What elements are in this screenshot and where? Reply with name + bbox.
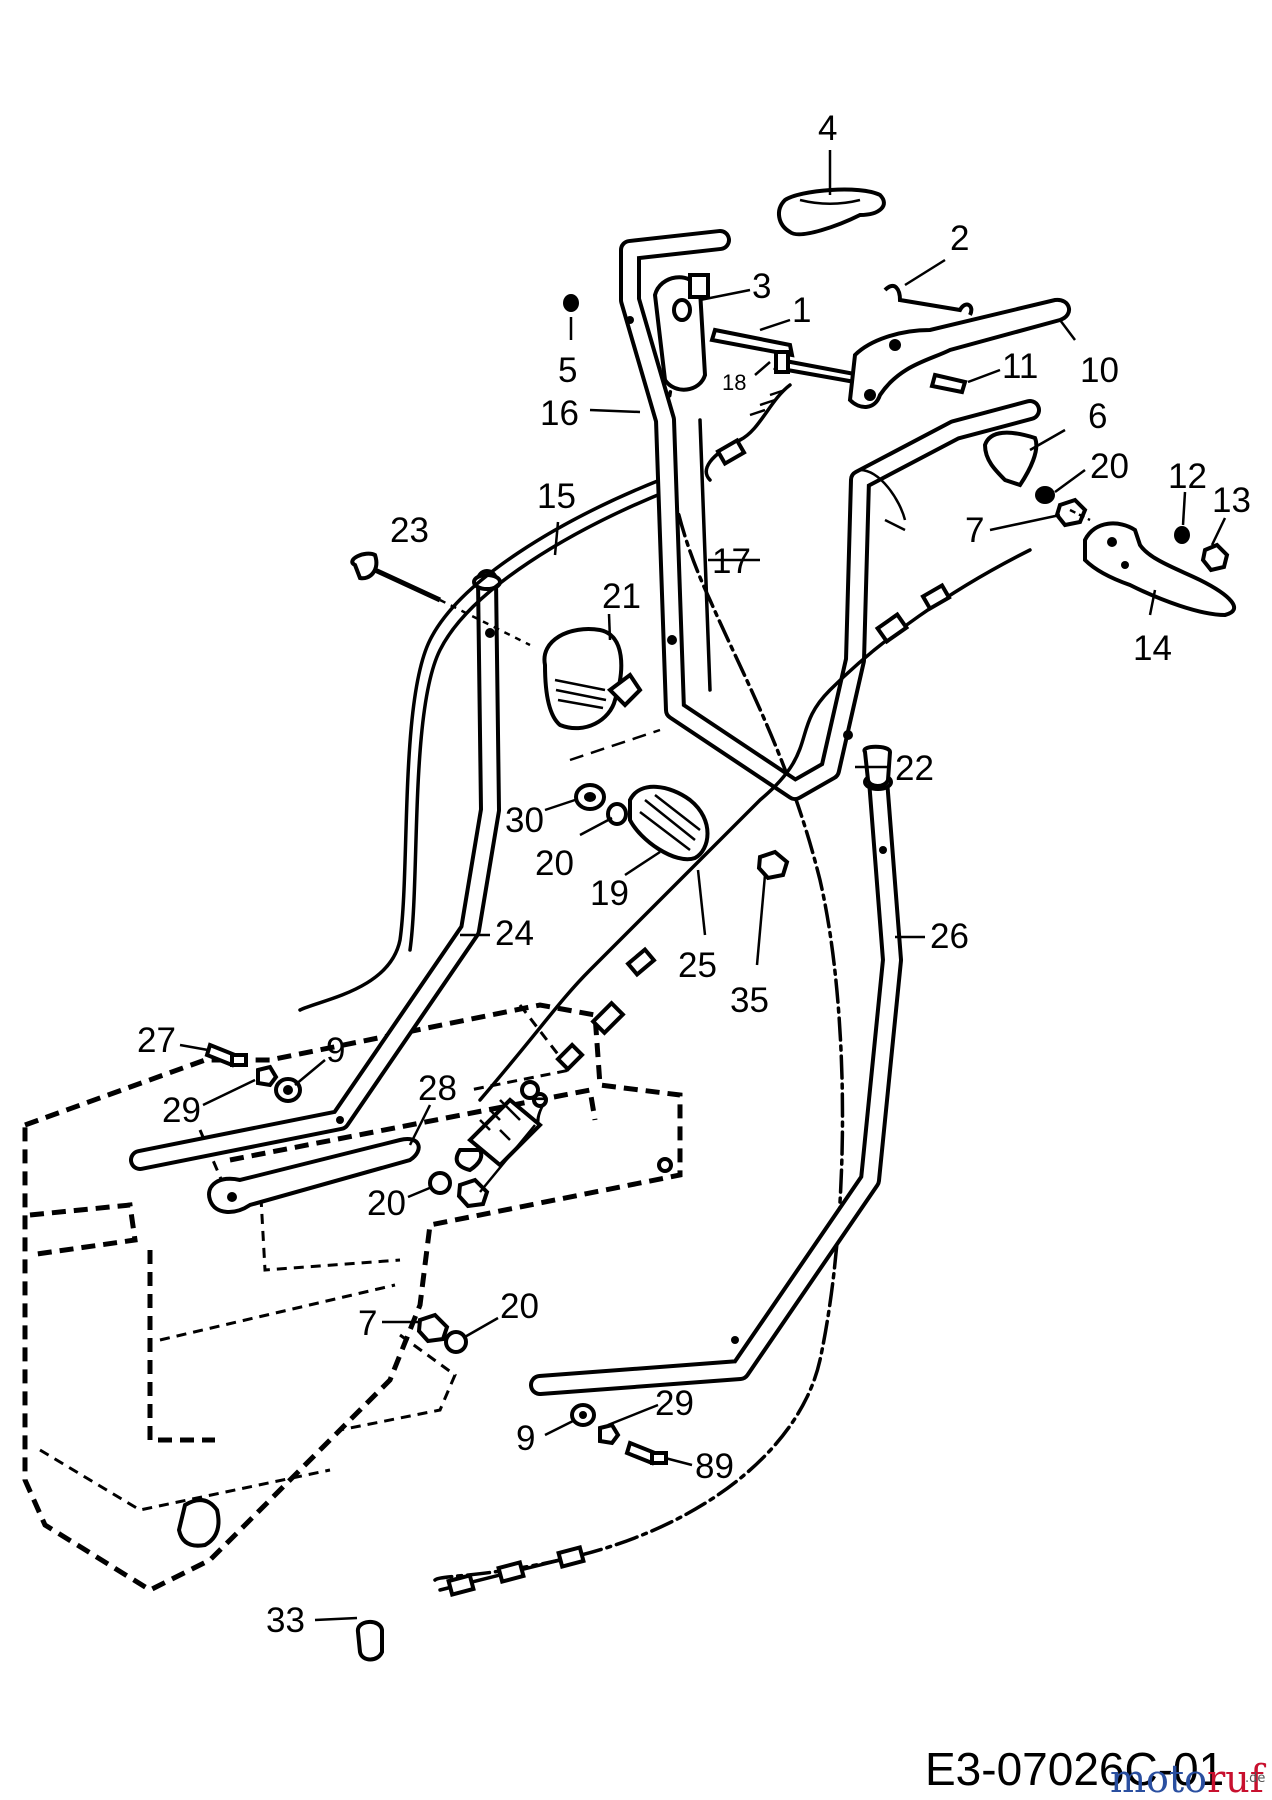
label-9-b: 9 bbox=[516, 1419, 535, 1458]
engine-housing-outline bbox=[22, 1002, 683, 1593]
part-6-bracket bbox=[982, 430, 1039, 488]
part-12-washer bbox=[1174, 526, 1190, 544]
clutch-cable-route bbox=[433, 333, 845, 1582]
part-20-washer-d bbox=[444, 1330, 468, 1354]
lower-handle-tube-right bbox=[529, 769, 903, 1396]
part-5-plug bbox=[563, 294, 579, 312]
part-7-nut-c bbox=[416, 1312, 450, 1344]
cable-17-assembly bbox=[704, 383, 792, 482]
label-14: 14 bbox=[1133, 629, 1172, 668]
part-19-knob bbox=[628, 784, 710, 862]
part-10-lever bbox=[847, 297, 1071, 409]
label-16: 16 bbox=[540, 394, 579, 433]
part-2-clip bbox=[883, 283, 974, 316]
part-1-pin bbox=[709, 327, 795, 358]
label-35: 35 bbox=[730, 981, 769, 1020]
part-7-nut-b bbox=[456, 1177, 490, 1209]
diagram-reference-code: E3-07026C-01 bbox=[925, 1743, 1224, 1795]
label-9-a: 9 bbox=[326, 1031, 345, 1070]
label-26: 26 bbox=[930, 917, 969, 956]
part-11-screw bbox=[929, 372, 968, 395]
svg-text:motoruf: motoruf bbox=[1110, 1757, 1267, 1800]
upper-handle-bar bbox=[619, 229, 1041, 801]
lower-handle-tube-left bbox=[129, 569, 502, 1171]
label-22: 22 bbox=[895, 749, 934, 788]
part-27-bolt-tip bbox=[230, 1053, 248, 1067]
part-89-bolt-tip bbox=[650, 1451, 668, 1465]
label-17: 17 bbox=[712, 542, 751, 581]
label-1: 1 bbox=[792, 291, 811, 330]
label-19: 19 bbox=[590, 874, 629, 913]
part-18-bolt bbox=[773, 350, 864, 385]
part-20-washer-b bbox=[606, 802, 628, 826]
watermark-part-a: moto bbox=[1110, 1757, 1207, 1800]
part-3-switch bbox=[652, 273, 710, 392]
label-21: 21 bbox=[602, 577, 641, 616]
label-7-c: 7 bbox=[358, 1304, 377, 1343]
label-30: 30 bbox=[505, 801, 544, 840]
label-12: 12 bbox=[1168, 457, 1207, 496]
label-33: 33 bbox=[266, 1601, 305, 1640]
watermark-part-b: ruf bbox=[1207, 1757, 1267, 1800]
label-27: 27 bbox=[137, 1021, 176, 1060]
part-13-nut bbox=[1200, 542, 1230, 573]
cable-25-assembly bbox=[454, 548, 1032, 1173]
cable-15-inner bbox=[408, 488, 672, 952]
label-23: 23 bbox=[390, 511, 429, 550]
label-18: 18 bbox=[722, 370, 746, 395]
part-23-bolt bbox=[350, 551, 531, 647]
watermark-logo: motoruf .de bbox=[1110, 1757, 1267, 1800]
part-9-washer-b bbox=[570, 1403, 596, 1427]
cable-15 bbox=[298, 478, 662, 1012]
watermark-suffix: .de bbox=[1245, 1771, 1265, 1786]
label-20-d: 20 bbox=[500, 1287, 539, 1326]
part-labels: 4 2 3 1 5 18 16 11 10 6 20 12 13 7 14 23… bbox=[137, 109, 1251, 1640]
part-14-clutch-lever bbox=[1083, 521, 1237, 618]
part-35-nut bbox=[756, 849, 790, 881]
part-9-washer-a bbox=[274, 1077, 302, 1103]
part-33-cap bbox=[356, 1620, 384, 1662]
label-4: 4 bbox=[818, 109, 837, 148]
label-20-a: 20 bbox=[1090, 447, 1129, 486]
label-29-a: 29 bbox=[162, 1091, 201, 1130]
label-20-b: 20 bbox=[535, 844, 574, 883]
part-29-washer-b bbox=[598, 1422, 621, 1446]
part-7-nut-a bbox=[1054, 497, 1088, 528]
label-6: 6 bbox=[1088, 397, 1107, 436]
part-20-washer-c bbox=[428, 1171, 452, 1195]
label-25: 25 bbox=[678, 946, 717, 985]
label-13: 13 bbox=[1212, 481, 1251, 520]
label-7-b: 7 bbox=[530, 1091, 549, 1130]
part-21-control-box bbox=[542, 627, 643, 731]
label-24: 24 bbox=[495, 914, 534, 953]
label-7-a: 7 bbox=[965, 511, 984, 550]
label-2: 2 bbox=[950, 219, 969, 258]
part-30-washer bbox=[574, 783, 606, 811]
lower-cable-end bbox=[438, 1544, 586, 1598]
label-15: 15 bbox=[537, 477, 576, 516]
label-10: 10 bbox=[1080, 351, 1119, 390]
label-20-c: 20 bbox=[367, 1184, 406, 1223]
label-5: 5 bbox=[558, 351, 577, 390]
part-29-washer-a bbox=[256, 1064, 279, 1088]
label-11: 11 bbox=[1002, 347, 1038, 386]
part-20-washer-a bbox=[1035, 486, 1055, 504]
part-4-grip bbox=[777, 187, 886, 237]
label-89: 89 bbox=[695, 1447, 734, 1486]
label-29-b: 29 bbox=[655, 1384, 694, 1423]
part-28-link-bar bbox=[207, 1137, 421, 1214]
label-28: 28 bbox=[418, 1069, 457, 1108]
leader-lines bbox=[179, 150, 1227, 1622]
label-3: 3 bbox=[752, 267, 771, 306]
